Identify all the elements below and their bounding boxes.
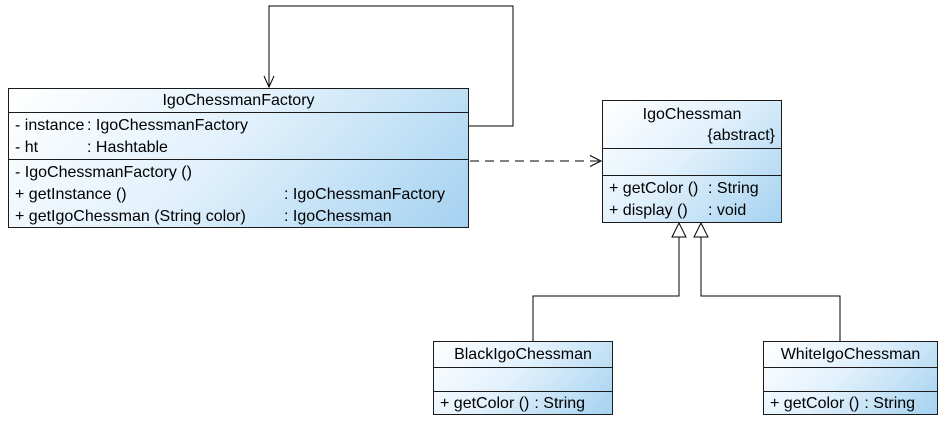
attributes-compartment: - instance : IgoChessmanFactory - ht : H… xyxy=(9,112,468,159)
method-row: + getColor () : String xyxy=(603,178,781,200)
methods-compartment: + getColor () : String xyxy=(434,391,612,414)
class-igochessmanfactory[interactable]: IgoChessmanFactory - instance : IgoChess… xyxy=(8,88,469,228)
attribute-name: - ht xyxy=(15,139,39,156)
class-igochessman[interactable]: IgoChessman {abstract} + getColor () : S… xyxy=(602,100,782,223)
method-row: + display () : void xyxy=(603,200,781,222)
method-row: + getColor () : String xyxy=(764,392,937,414)
method-type: : String xyxy=(534,395,586,412)
methods-compartment: + getColor () : String xyxy=(764,391,937,414)
attributes-compartment xyxy=(764,367,937,391)
class-name: IgoChessmanFactory xyxy=(162,92,315,109)
generalization-connector-white[interactable] xyxy=(693,221,841,341)
method-name: + getIgoChessman (String color) xyxy=(15,208,246,225)
method-type: : void xyxy=(708,202,747,219)
self-association-connector[interactable] xyxy=(263,5,514,127)
method-row: + getIgoChessman (String color) : IgoChe… xyxy=(9,206,468,227)
open-arrowhead-right-icon xyxy=(589,155,603,167)
method-type: : IgoChessman xyxy=(284,208,392,225)
method-row: + getInstance () : IgoChessmanFactory xyxy=(9,184,468,206)
generalization-connector-black[interactable] xyxy=(532,221,687,341)
class-header: IgoChessman {abstract} xyxy=(603,101,781,148)
method-type: : String xyxy=(864,395,916,412)
class-name: BlackIgoChessman xyxy=(454,346,592,363)
method-row: - IgoChessmanFactory () xyxy=(9,162,468,184)
hollow-triangle-icon xyxy=(671,221,687,238)
method-type: : IgoChessmanFactory xyxy=(284,186,445,203)
method-type: : String xyxy=(708,180,759,197)
method-name: + display () xyxy=(609,202,688,219)
method-name: + getInstance () xyxy=(15,186,127,203)
method-name: + getColor () xyxy=(440,395,530,412)
methods-compartment: - IgoChessmanFactory () + getInstance ()… xyxy=(9,159,468,227)
hollow-triangle-icon xyxy=(693,221,709,238)
dependency-connector[interactable] xyxy=(470,155,603,167)
abstract-stereotype: {abstract} xyxy=(707,127,775,144)
class-whiteigochessman[interactable]: WhiteIgoChessman + getColor () : String xyxy=(763,341,938,415)
method-name: + getColor () xyxy=(770,395,860,412)
method-row: + getColor () : String xyxy=(434,392,612,414)
method-name: - IgoChessmanFactory () xyxy=(15,164,192,181)
attributes-compartment xyxy=(603,148,781,175)
attribute-name: - instance xyxy=(15,117,85,134)
attribute-type: : Hashtable xyxy=(87,139,168,156)
attribute-type: : IgoChessmanFactory xyxy=(87,117,248,134)
attribute-row: - ht : Hashtable xyxy=(9,137,468,159)
attributes-compartment xyxy=(434,367,612,391)
class-blackigochessman[interactable]: BlackIgoChessman + getColor () : String xyxy=(433,341,613,415)
methods-compartment: + getColor () : String + display () : vo… xyxy=(603,175,781,222)
open-arrowhead-down-icon xyxy=(263,75,275,89)
class-name: IgoChessman xyxy=(642,106,742,123)
method-name: + getColor () xyxy=(609,180,699,197)
class-name: WhiteIgoChessman xyxy=(780,346,921,363)
attribute-row: - instance : IgoChessmanFactory xyxy=(9,115,468,137)
